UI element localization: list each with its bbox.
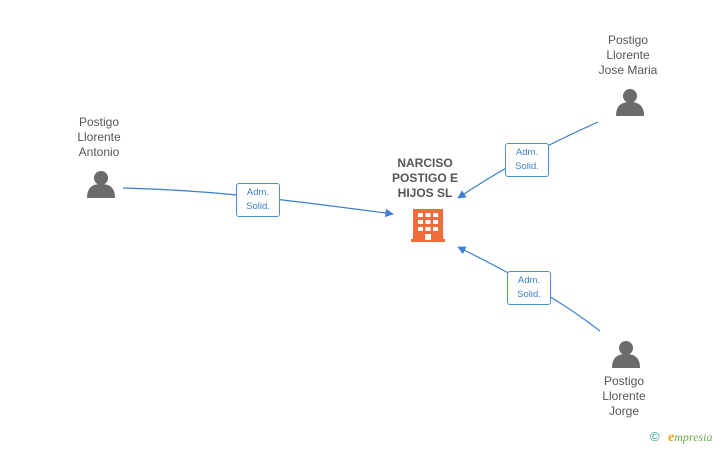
edge-antonio-to-company [122, 187, 394, 218]
role-badge-jorge[interactable]: Adm. Solid. [507, 271, 551, 305]
person-icon[interactable] [612, 341, 640, 368]
role-line: Solid. [246, 201, 270, 212]
person-name-line: Llorente [602, 389, 646, 403]
company-name-line: HIJOS SL [397, 186, 453, 200]
person-label-antonio[interactable]: Postigo Llorente Antonio [44, 115, 154, 160]
person-name-line: Postigo [78, 115, 120, 129]
role-line: Adm. [515, 147, 539, 158]
role-badge-jose-maria[interactable]: Adm. Solid. [505, 143, 549, 177]
person-label-jorge[interactable]: Postigo Llorente Jorge [569, 374, 679, 419]
person-name-line: Jorge [608, 404, 640, 418]
role-line: Adm. [517, 275, 541, 286]
role-line: Solid. [515, 161, 539, 172]
person-icon[interactable] [616, 89, 644, 116]
person-name-line: Jose Maria [598, 63, 658, 77]
brand-rest: mpresia [674, 430, 713, 444]
role-line: Adm. [246, 187, 270, 198]
person-name-line: Llorente [77, 130, 121, 144]
copyright-symbol: © [650, 429, 660, 444]
person-label-jose-maria[interactable]: Postigo Llorente Jose Maria [573, 33, 683, 78]
brand-initial: e [668, 430, 675, 445]
role-line: Solid. [517, 289, 541, 300]
person-icon[interactable] [87, 171, 115, 198]
company-name-line: NARCISO [397, 156, 453, 170]
person-name-line: Postigo [607, 33, 649, 47]
person-name-line: Postigo [603, 374, 645, 388]
company-label[interactable]: NARCISO POSTIGO E HIJOS SL [378, 156, 472, 201]
role-badge-antonio[interactable]: Adm. Solid. [236, 183, 280, 217]
company-name-line: POSTIGO E [391, 171, 458, 185]
person-name-line: Llorente [606, 48, 650, 62]
brand-logo[interactable]: empresia [668, 430, 712, 445]
building-icon[interactable] [411, 209, 445, 242]
person-name-line: Antonio [78, 145, 120, 159]
